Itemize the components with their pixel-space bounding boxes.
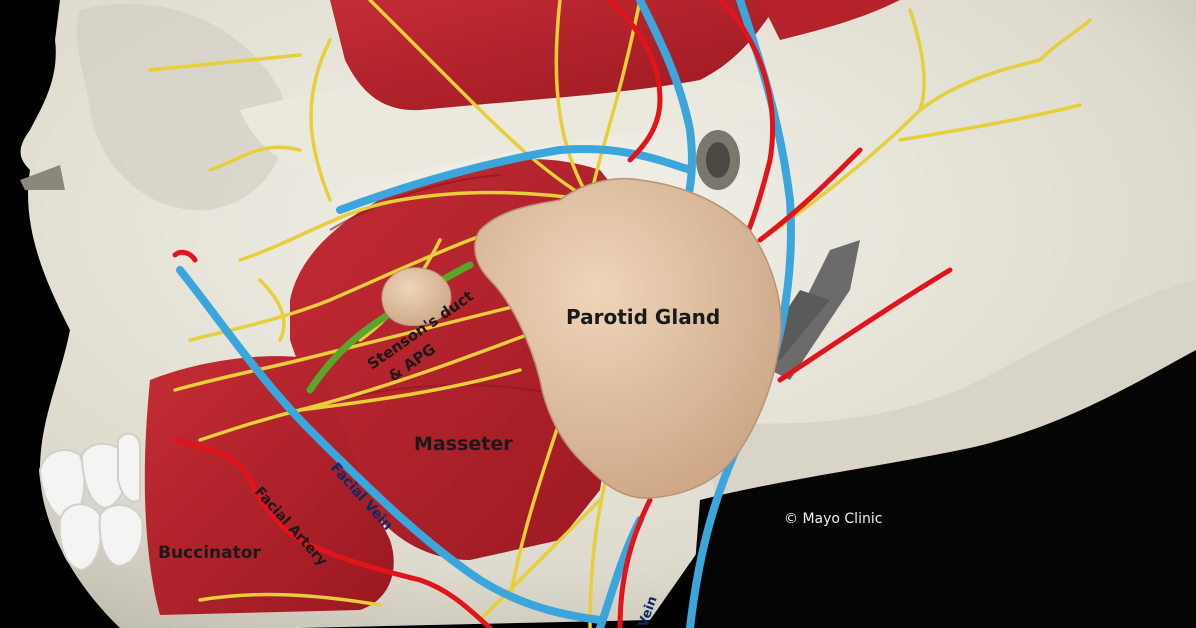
parotid-gland	[474, 177, 782, 499]
label-masseter: Masseter	[414, 433, 513, 455]
label-buccinator: Buccinator	[158, 543, 261, 563]
buccinator-muscle	[144, 356, 394, 615]
label-parotid-gland: Parotid Gland	[566, 305, 720, 329]
facial-artery	[172, 0, 953, 628]
teeth	[38, 432, 144, 572]
credit-mayo-clinic: © Mayo Clinic	[784, 511, 882, 527]
accessory-parotid-gland	[381, 267, 452, 327]
